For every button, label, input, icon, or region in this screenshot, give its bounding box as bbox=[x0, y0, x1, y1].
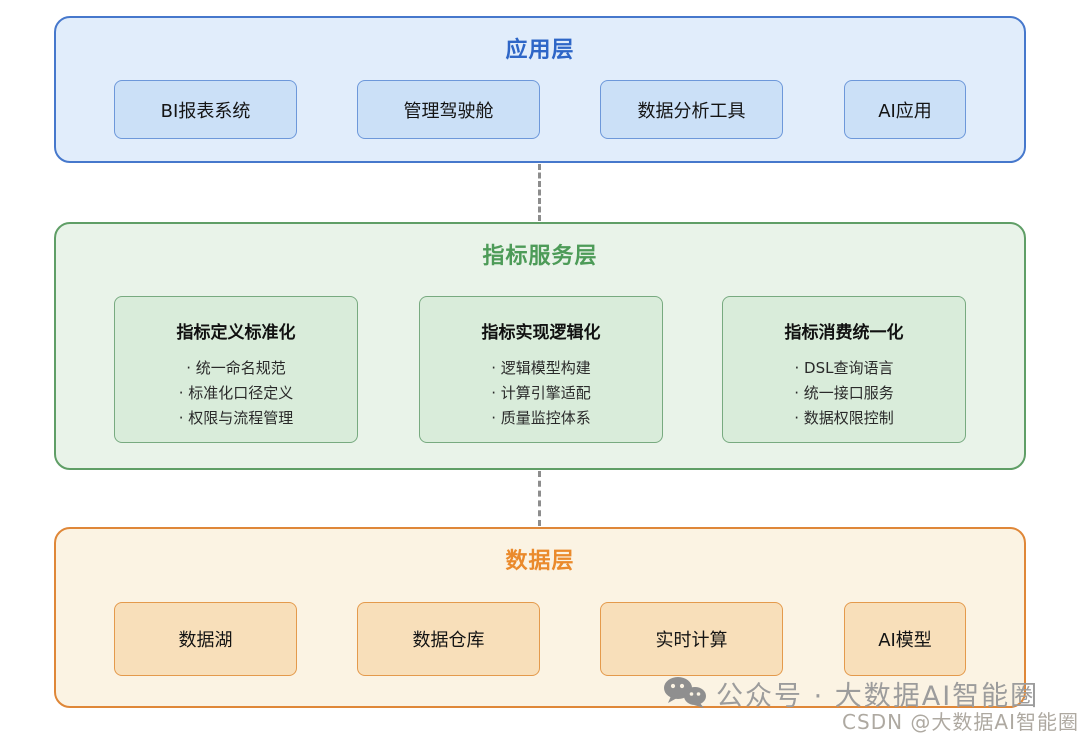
csdn-watermark: CSDN @大数据AI智能圈 bbox=[842, 710, 1079, 734]
bullet-item: 数据权限控制 bbox=[723, 406, 965, 431]
card-metric-definition: 指标定义标准化 统一命名规范 标准化口径定义 权限与流程管理 bbox=[114, 296, 358, 443]
bullet-item: 统一接口服务 bbox=[723, 381, 965, 406]
bullet-item: 计算引擎适配 bbox=[420, 381, 662, 406]
card-heading: 指标实现逻辑化 bbox=[481, 323, 601, 343]
dashed-connector-service-to-data bbox=[538, 471, 541, 526]
node-bi-report-system: BI报表系统 bbox=[114, 80, 297, 139]
card-bullet-list: 统一命名规范 标准化口径定义 权限与流程管理 bbox=[115, 356, 357, 431]
bullet-item: 逻辑模型构建 bbox=[420, 356, 662, 381]
wechat-watermark: 公众号 · 大数据AI智能圈 bbox=[663, 674, 1039, 713]
node-ai-model: AI模型 bbox=[844, 602, 966, 676]
card-heading: 指标消费统一化 bbox=[784, 323, 904, 343]
bullet-item: 统一命名规范 bbox=[115, 356, 357, 381]
dashed-connector-app-to-service bbox=[538, 164, 541, 221]
node-data-warehouse: 数据仓库 bbox=[357, 602, 540, 676]
metric-service-layer-container: 指标服务层 指标定义标准化 统一命名规范 标准化口径定义 权限与流程管理 指标实… bbox=[54, 222, 1026, 470]
card-heading: 指标定义标准化 bbox=[176, 323, 296, 343]
application-layer-title: 应用层 bbox=[505, 38, 575, 63]
wechat-icon bbox=[663, 676, 707, 712]
card-metric-consumption: 指标消费统一化 DSL查询语言 统一接口服务 数据权限控制 bbox=[722, 296, 966, 443]
node-realtime-computing: 实时计算 bbox=[600, 602, 783, 676]
node-data-analysis-tools: 数据分析工具 bbox=[600, 80, 783, 139]
node-management-cockpit: 管理驾驶舱 bbox=[357, 80, 540, 139]
bullet-item: 权限与流程管理 bbox=[115, 406, 357, 431]
bullet-item: DSL查询语言 bbox=[723, 356, 965, 381]
node-ai-application: AI应用 bbox=[844, 80, 966, 139]
card-metric-implementation: 指标实现逻辑化 逻辑模型构建 计算引擎适配 质量监控体系 bbox=[419, 296, 663, 443]
application-layer-container: 应用层 BI报表系统 管理驾驶舱 数据分析工具 AI应用 bbox=[54, 16, 1026, 163]
card-bullet-list: 逻辑模型构建 计算引擎适配 质量监控体系 bbox=[420, 356, 662, 431]
watermark-text: 公众号 · 大数据AI智能圈 bbox=[716, 681, 1040, 712]
bullet-item: 标准化口径定义 bbox=[115, 381, 357, 406]
data-layer-title: 数据层 bbox=[505, 549, 575, 574]
metric-service-layer-title: 指标服务层 bbox=[482, 244, 598, 269]
data-layer-container: 数据层 数据湖 数据仓库 实时计算 AI模型 bbox=[54, 527, 1026, 708]
bullet-item: 质量监控体系 bbox=[420, 406, 662, 431]
node-data-lake: 数据湖 bbox=[114, 602, 297, 676]
card-bullet-list: DSL查询语言 统一接口服务 数据权限控制 bbox=[723, 356, 965, 431]
